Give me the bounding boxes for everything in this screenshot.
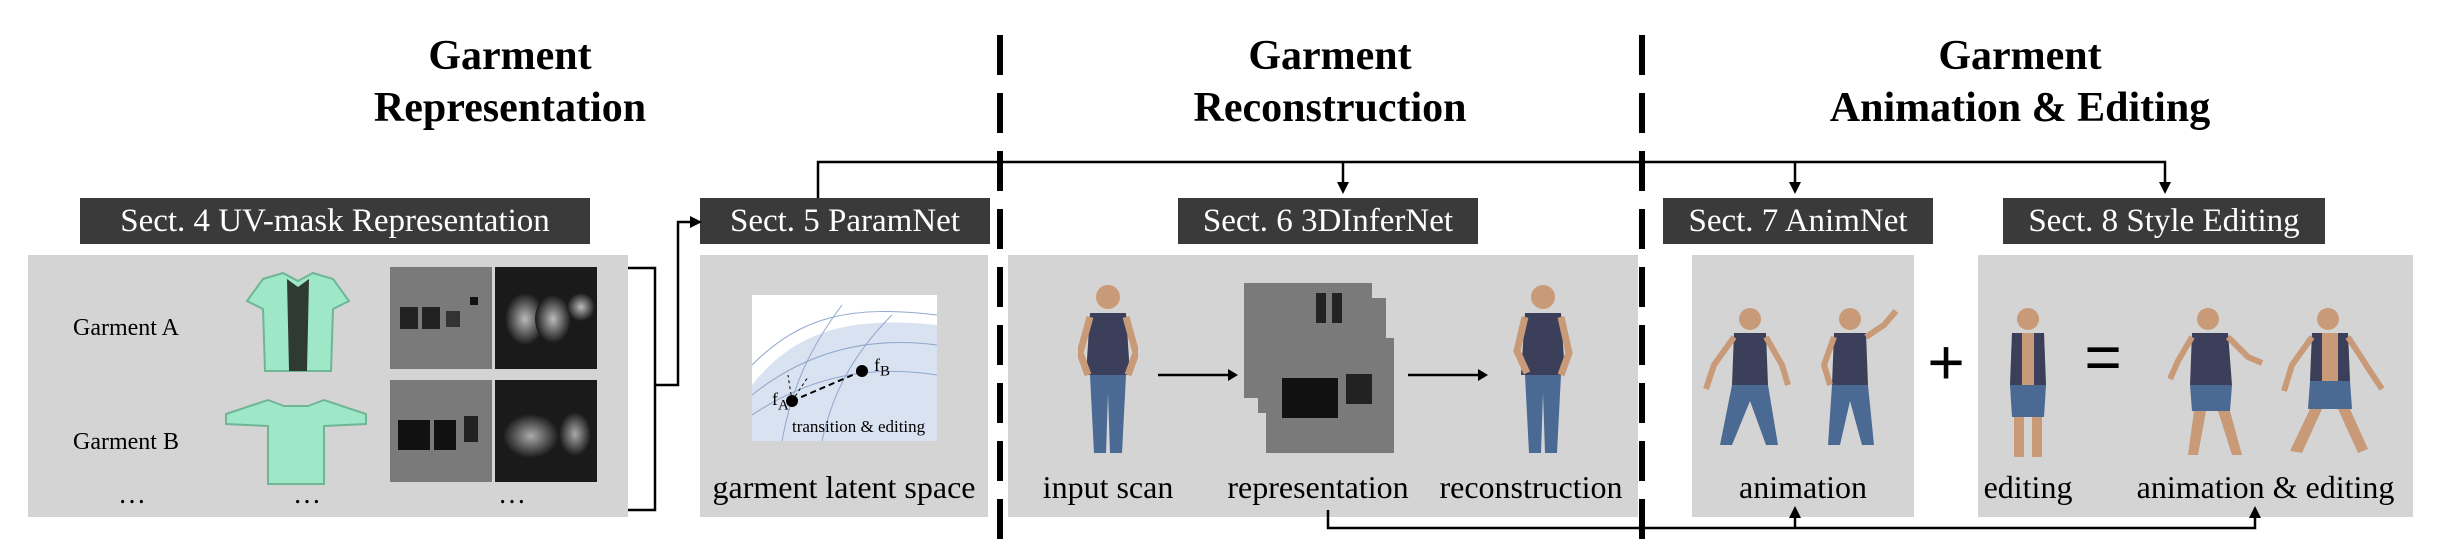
heading-animation: Garment Animation & Editing [1760,30,2280,134]
garment-b-image [225,398,367,485]
uv-mask-panel: Garment A Garment B … … … [28,255,628,517]
paramnet-distribution-connector [816,160,2167,198]
distance-map-a [495,267,597,369]
caption-input-scan: input scan [1042,469,1174,505]
distance-field-icon [505,293,595,345]
anim-edit-person-icon-2 [2281,308,2385,453]
distance-field-icon [503,412,591,458]
paramnet-panel: fA fB transition & editing garment laten… [700,255,988,517]
ellipsis-1: … [118,479,146,510]
representation-map-front [1266,338,1394,453]
heading-line: Reconstruction [1193,85,1467,131]
animated-person-icon-2 [1820,308,1899,445]
input-scan-person-icon [1078,285,1138,453]
3dinfernet-panel: input scan representation reconstruction [1008,255,1638,517]
equals-operator: = [2084,321,2122,393]
heading-line: Garment [1248,33,1412,79]
caption-animation-editing: animation & editing [2136,469,2395,505]
style-editing-panel: = editing animation & editing [1978,255,2413,517]
edited-person-icon [2010,308,2046,457]
section-tag-uv: Sect. 4 UV-mask Representation [80,198,590,244]
heading-line: Animation & Editing [1829,85,2211,131]
section-tag-infer: Sect. 6 3DInferNet [1178,198,1478,244]
fa-label: fA [772,389,789,415]
fb-label: fB [874,355,890,381]
caption-latent: garment latent space [712,469,976,505]
heading-line: Garment [1938,33,2102,79]
animated-person-icon-1 [1703,308,1791,445]
heading-line: Garment [428,33,592,79]
latent-grid-icon [751,304,938,442]
anim-edit-person-icon-1 [2168,308,2264,455]
plus-operator: + [1927,326,1965,398]
uv-patches-icon [1316,293,1342,323]
caption-representation: representation [1227,469,1409,505]
distance-map-b [495,380,597,482]
fa-letter: f [772,389,778,409]
fa-sub: A [778,397,789,414]
heading-line: Representation [373,85,647,131]
fb-sub: B [880,363,891,380]
latent-space-plot: fA fB transition & editing [751,295,938,442]
arrow-icon [1158,369,1238,381]
uv-mask-b [390,380,492,482]
caption-animation: animation [1739,469,1867,505]
reconstruction-person-icon [1513,285,1573,453]
section-tag-style: Sect. 8 Style Editing [2003,198,2325,244]
garment-a-label: Garment A [73,315,179,341]
caption-editing: editing [1983,469,2073,505]
section-tag-anim: Sect. 7 AnimNet [1663,198,1933,244]
garment-a-image [245,271,351,372]
caption-reconstruction: reconstruction [1439,469,1623,505]
section-tag-param: Sect. 5 ParamNet [700,198,990,244]
uv-to-paramnet-connector [628,220,692,512]
heading-reconstruction: Garment Reconstruction [1140,30,1520,134]
ellipsis-3: … [498,479,526,510]
heading-representation: Garment Representation [330,30,690,134]
uv-mask-a [390,267,492,369]
uv-patches-icon [398,416,478,450]
arrow-icon [1408,369,1488,381]
garment-b-label: Garment B [73,429,179,455]
uv-patches-icon [400,297,478,329]
latent-note: transition & editing [792,417,926,436]
uv-patches-icon [1282,374,1372,418]
fb-letter: f [874,355,880,375]
arrowheads-top [1337,182,2171,194]
animnet-panel: animation [1692,255,1914,517]
